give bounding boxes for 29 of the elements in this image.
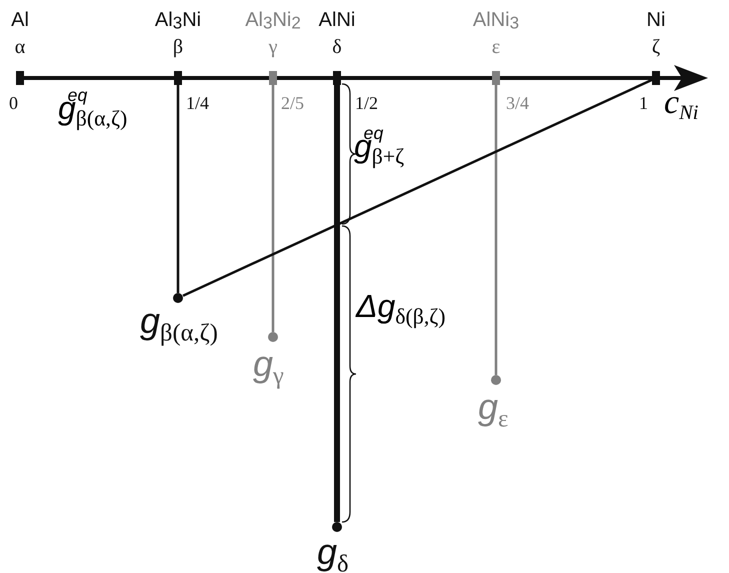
energy-label: g$_{δ}$ [317,531,349,573]
phase-formula: AlNi$_{3}$ [472,9,520,34]
phase-symbol: α [14,36,26,59]
energy-label: g$_{β(α,ζ)}$ [140,300,218,348]
energy-label: g$_{γ}$ [253,343,284,390]
axis-label: c$_{Ni}$ [664,84,698,126]
energy-label: g$_{ε}$ [478,386,508,434]
energy-label: Δg$_{δ(β,ζ)}$ [356,288,446,330]
phase-formula: Al$_{3}$Ni [154,9,202,34]
connector-line [494,85,498,375]
phase-formula: Al [11,9,29,32]
connector-line [334,85,340,522]
phase-formula: Al$_{3}$Ni$_{2}$ [245,9,301,34]
fraction-label: 0 [9,93,18,114]
phase-symbol: γ [268,36,278,59]
connector-line [272,85,274,332]
fraction-label: 2/5 [281,93,304,114]
phase-formula: AlNi [318,9,356,32]
phase-symbol: δ [332,36,342,59]
connector-line [182,78,653,297]
fraction-label: 3/4 [506,93,530,114]
phase-symbol: β [172,36,184,59]
fraction-label: 1 [639,93,648,114]
phase-formula: Ni [646,9,666,32]
fraction-label: 1/4 [186,93,210,114]
connector-line [176,85,180,293]
fraction-label: 1/2 [355,93,378,114]
phase-symbol: ζ [652,36,660,59]
phase-symbol: ε [492,36,500,59]
